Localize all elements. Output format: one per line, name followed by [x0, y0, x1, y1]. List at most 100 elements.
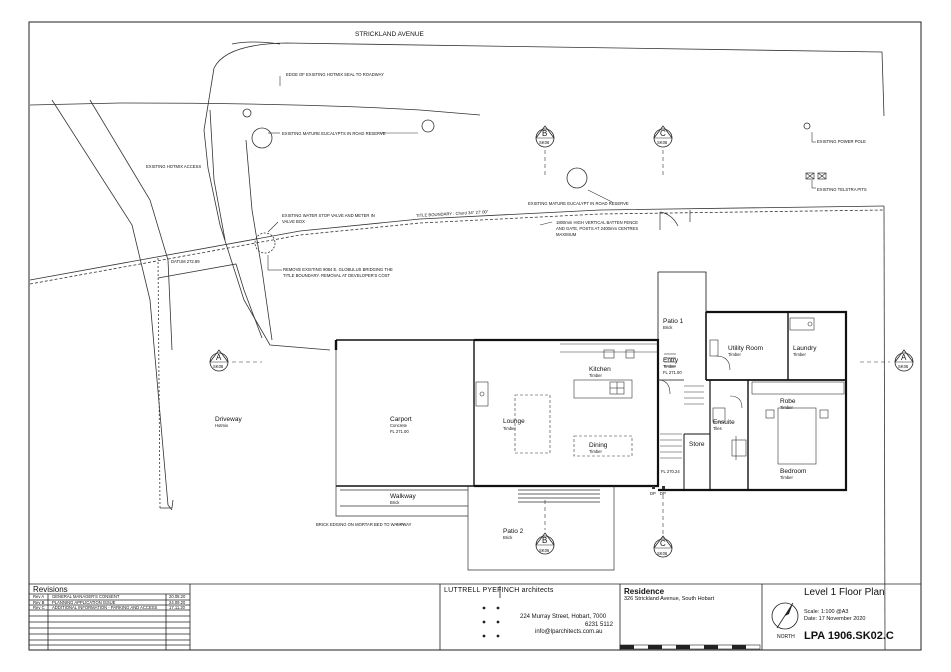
revision-desc: PLANNING APPLICATION ISSUE — [52, 600, 116, 605]
room-patio-2: Patio 2 — [503, 528, 524, 535]
room-robe: Robe — [780, 398, 796, 405]
room-carport: Carport — [390, 416, 412, 423]
room-utility: Utility Room — [728, 345, 763, 352]
room-ensuite-finish: Tiles — [713, 426, 722, 431]
room-entry-level: FL 271.00 — [663, 370, 682, 375]
section-marker-a-right: A SK06 — [894, 349, 914, 372]
walkway-outline — [335, 350, 468, 517]
room-driveway: Driveway — [215, 416, 242, 423]
sheet-date: Date: 17 November 2020 — [804, 616, 866, 622]
room-laundry-finish: Timber — [793, 352, 806, 357]
note-fence-line2: AND GATE, POSTS AT 2400mm CENTRES — [556, 226, 638, 231]
marker-sheet: SK06 — [657, 140, 668, 145]
marker-sheet: SK06 — [657, 551, 668, 556]
section-marker-b-bottom: B SK06 — [535, 532, 555, 555]
architect-address: 224 Murray Street, Hobart, 7000 — [520, 614, 607, 620]
room-patio-1: Patio 1 — [663, 318, 684, 325]
lower-level-label: FL 270.24 — [661, 469, 680, 474]
title-block-frame — [29, 583, 921, 650]
marker-letter: B — [542, 536, 547, 545]
room-bedroom: Bedroom — [780, 468, 806, 475]
architect-email: info@lparchitects.com.au — [535, 629, 603, 635]
marker-letter: C — [660, 539, 666, 548]
room-carport-level: FL 271.00 — [390, 429, 409, 434]
note-hotmix-access: EXISTING HOTMIX ACCESS — [146, 164, 201, 169]
note-title-boundary: TITLE BOUNDARY : Chord 34° 27' 00" — [416, 209, 489, 218]
scale-bar — [619, 644, 761, 650]
room-kitchen-finish: Timber — [589, 373, 602, 378]
downpipes — [652, 486, 665, 489]
room-dining-finish: Timber — [589, 449, 602, 454]
note-water-line1: EXISTING WATER STOP VALVE AND METER IN — [282, 213, 375, 218]
room-lounge-finish: Timber — [503, 426, 516, 431]
note-water-line2: VALVE BOX — [282, 219, 305, 224]
architect-logo — [482, 586, 501, 638]
marker-sheet: SK06 — [539, 548, 550, 553]
room-bedroom-finish: Timber — [780, 475, 793, 480]
revision-rev: Rev C — [33, 605, 45, 610]
note-remove-line1: REMOVE EXISTING 9084 E. GLOBULUS BRIDGIN… — [283, 267, 393, 272]
trees — [242, 108, 811, 254]
room-carport-finish: Concrete — [390, 423, 408, 428]
sheet-border — [28, 21, 922, 651]
road-edges — [29, 41, 885, 511]
note-fence-line1: 1800mm HIGH VERTICAL BATTEN FENCE — [556, 220, 638, 225]
room-kitchen: Kitchen — [589, 366, 611, 373]
project-address: 326 Strickland Avenue, South Hobart — [624, 596, 715, 602]
room-robe-finish: Timber — [780, 405, 793, 410]
section-cut-lines — [232, 150, 890, 538]
note-fence-line3: MAXIMUM — [556, 232, 577, 237]
project-title: Residence — [624, 587, 665, 596]
downpipe-label: DP — [660, 491, 666, 496]
title-boundary — [29, 205, 886, 651]
telstra-pits — [805, 172, 827, 180]
revision-rev: Rev B — [33, 600, 45, 605]
revision-rev: Rev A — [33, 594, 45, 599]
section-marker-b-top: B SK06 — [535, 125, 555, 148]
section-marker-a-left: A SK06 — [209, 349, 229, 372]
room-entry-finish: Timber — [663, 364, 676, 369]
section-marker-c-bottom: C SK06 — [653, 535, 673, 558]
revision-date: 20.08.20 — [169, 594, 186, 599]
sheet-number: LPA 1906.SK02.C — [804, 630, 894, 642]
sheet-title: Level 1 Floor Plan — [804, 587, 885, 598]
room-store: Store — [689, 441, 705, 448]
marker-sheet: SK06 — [539, 140, 550, 145]
room-dining: Dining — [589, 442, 608, 449]
fence-line — [659, 210, 691, 230]
street-label: STRICKLAND AVENUE — [355, 31, 425, 38]
revision-desc: GENERAL MANAGER'S CONSENT — [52, 594, 120, 599]
marker-letter: A — [216, 353, 222, 362]
architect-phone: 6231 5112 — [585, 622, 613, 628]
marker-letter: B — [542, 129, 547, 138]
marker-letter: A — [901, 353, 907, 362]
note-hotmix-seal: EDGE OF EXISTING HOTMIX SEAL TO ROADWAY — [286, 72, 384, 77]
leader-lines — [267, 76, 816, 525]
marker-sheet: SK06 — [213, 364, 224, 369]
marker-letter: C — [660, 129, 666, 138]
note-telstra: EXISTING TELSTRA PITS — [817, 187, 867, 192]
downpipe-label: DP — [650, 491, 656, 496]
patio-2-outline — [467, 486, 615, 571]
north-arrow-icon — [771, 602, 799, 630]
note-datum: DATUM 272.89 — [171, 259, 200, 264]
north-label: NORTH — [777, 634, 795, 640]
room-utility-finish: Timber — [728, 352, 741, 357]
marker-sheet: SK06 — [898, 364, 909, 369]
revision-desc: ADDITIONAL INFORMATION - PARKING AND ACC… — [52, 605, 158, 610]
note-brick-edging: BRICK EDGING ON MORTAR BED TO WALKWAY — [316, 522, 412, 527]
revisions-title: Revisions — [33, 585, 68, 594]
room-entry: Entry — [663, 357, 679, 364]
note-eucalypt-single: EXISTING MATURE EUCALYPT IN ROAD RESERVE — [528, 201, 629, 206]
room-patio-2-finish: Brick — [503, 535, 513, 540]
room-walkway: Walkway — [390, 493, 417, 500]
room-driveway-finish: Hotmix — [215, 423, 229, 428]
revision-date: 24.09.20 — [169, 600, 186, 605]
building-walls — [334, 271, 848, 492]
revision-date: 17.11.20 — [169, 605, 185, 610]
note-remove-line2: TITLE BOUNDARY. REMOVAL AT DEVELOPER'S C… — [283, 273, 391, 278]
sheet-scale: Scale: 1:100 @A3 — [804, 609, 849, 615]
room-walkway-finish: Brick — [390, 500, 400, 505]
interior-fixtures — [475, 317, 845, 465]
note-power-pole: EXISTING POWER POLE — [817, 139, 866, 144]
